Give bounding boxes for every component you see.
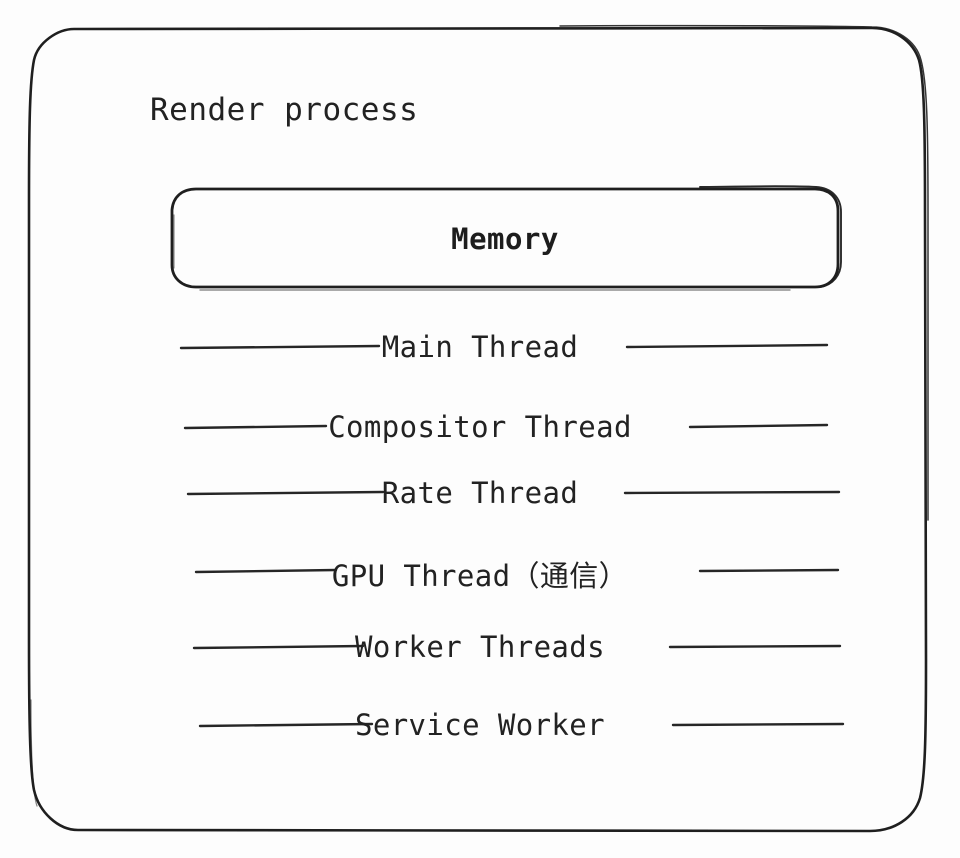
memory-box-label: Memory bbox=[451, 222, 559, 256]
page-title: Render process bbox=[150, 92, 419, 128]
thread-row-label-gpu-thread: GPU Thread（通信） bbox=[331, 559, 629, 593]
thread-row-label-service-worker: Service Worker bbox=[354, 708, 606, 742]
thread-row-label-rate-thread: Rate Thread bbox=[381, 476, 579, 510]
thread-row-label-main-thread: Main Thread bbox=[381, 330, 579, 364]
thread-row-label-compositor-thread: Compositor Thread bbox=[328, 410, 632, 444]
thread-row-label-worker-threads: Worker Threads bbox=[354, 630, 606, 664]
